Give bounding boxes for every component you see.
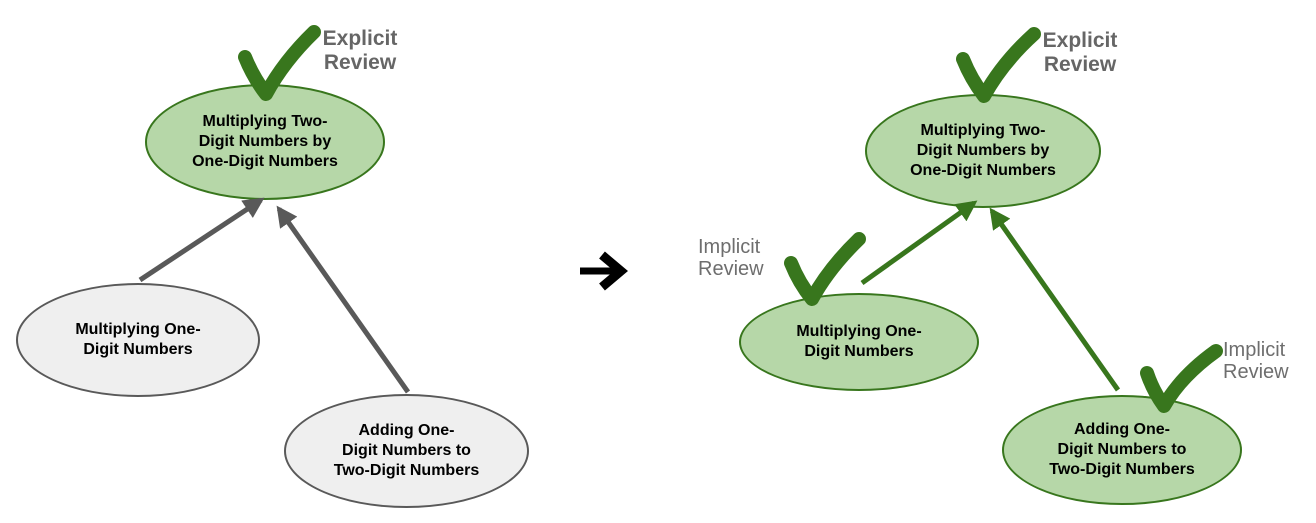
review-label-line: Explicit: [1042, 29, 1118, 52]
explicit-review-label: Explicit Review: [1034, 29, 1126, 77]
right-edge-multiplying-one-digit-to-top: [860, 200, 978, 286]
node-label: Multiplying One- Digit Numbers: [796, 322, 921, 362]
implicit-review-label: Implicit Review: [1223, 339, 1289, 383]
left-node-multiplying-two-digit-by-one-digit: Multiplying Two- Digit Numbers by One-Di…: [145, 84, 385, 200]
checkmark-icon: [784, 232, 866, 306]
node-label-line: One-Digit Numbers: [192, 153, 338, 170]
node-label-line: Two-Digit Numbers: [1049, 461, 1195, 478]
node-label: Adding One- Digit Numbers to Two-Digit N…: [334, 421, 479, 481]
explicit-review-label: Explicit Review: [314, 27, 406, 75]
node-label-line: Digit Numbers to: [342, 442, 471, 459]
implicit-review-label: Implicit Review: [698, 236, 764, 280]
node-label: Adding One- Digit Numbers to Two-Digit N…: [1049, 420, 1194, 480]
node-label: Multiplying Two- Digit Numbers by One-Di…: [910, 121, 1056, 181]
right-node-multiplying-one-digit: Multiplying One- Digit Numbers: [739, 293, 979, 391]
node-label-line: Adding One-: [1074, 421, 1170, 438]
right-node-multiplying-two-digit-by-one-digit: Multiplying Two- Digit Numbers by One-Di…: [865, 94, 1101, 208]
review-label-line: Review: [1043, 53, 1117, 76]
node-label-line: Adding One-: [358, 422, 455, 439]
node-label: Multiplying One- Digit Numbers: [75, 320, 200, 360]
left-edge-adding-one-digit-to-top: [276, 205, 411, 394]
right-arrow-icon: [580, 251, 628, 291]
node-label-line: Digit Numbers: [83, 341, 193, 358]
node-label: Multiplying Two- Digit Numbers by One-Di…: [192, 112, 338, 172]
right-edge-adding-one-digit-to-top: [989, 207, 1121, 392]
node-label-line: Digit Numbers: [804, 343, 914, 360]
review-label-line: Review: [1223, 361, 1289, 383]
review-label-line: Review: [698, 258, 764, 280]
node-label-line: Digit Numbers by: [198, 133, 332, 150]
review-label-line: Review: [323, 51, 397, 74]
node-label-line: Multiplying Two-: [202, 113, 328, 130]
right-node-adding-one-digit-to-two-digit: Adding One- Digit Numbers to Two-Digit N…: [1002, 395, 1242, 505]
left-node-adding-one-digit-to-two-digit: Adding One- Digit Numbers to Two-Digit N…: [284, 394, 529, 508]
review-label-line: Implicit: [698, 236, 761, 258]
review-label-line: Explicit: [322, 27, 398, 50]
node-label-line: Multiplying Two-: [920, 122, 1046, 139]
node-label-line: Digit Numbers by: [916, 142, 1050, 159]
node-label-line: One-Digit Numbers: [910, 162, 1056, 179]
review-label-line: Implicit: [1223, 339, 1286, 361]
left-edge-multiplying-one-digit-to-top: [138, 197, 265, 283]
node-label-line: Two-Digit Numbers: [333, 462, 480, 479]
node-label-line: Multiplying One-: [796, 323, 922, 340]
checkmark-icon: [956, 27, 1041, 103]
left-node-multiplying-one-digit: Multiplying One- Digit Numbers: [16, 283, 260, 397]
node-label-line: Digit Numbers to: [1057, 441, 1187, 458]
node-label-line: Multiplying One-: [75, 321, 201, 338]
